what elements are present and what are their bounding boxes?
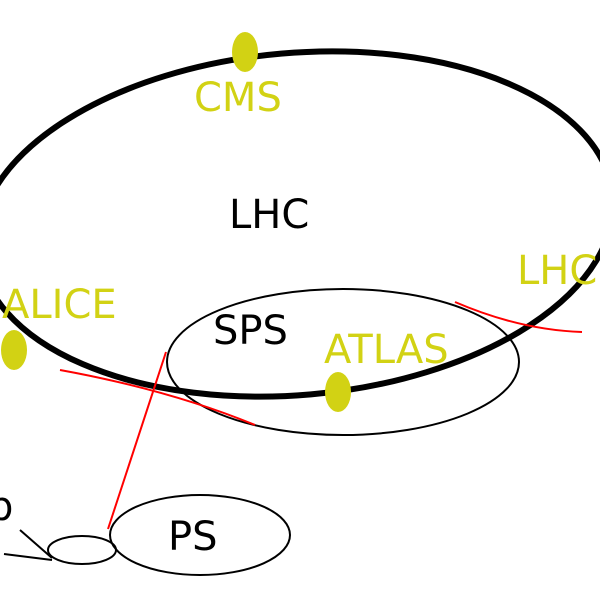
sps-label: SPS — [213, 308, 288, 354]
linac-line — [19, 529, 53, 559]
linac-line — [3, 553, 53, 561]
lhc-label: LHC — [229, 192, 309, 238]
alice-detector-dot — [1, 330, 27, 370]
sps-ring — [166, 288, 520, 436]
lhcb-label: LHC — [517, 248, 597, 294]
atlas-label: ATLAS — [324, 327, 449, 373]
atlas-detector-dot — [325, 372, 351, 412]
ps-label: PS — [168, 514, 218, 560]
transfer-line-sps-lhc-left — [59, 369, 256, 426]
cms-detector-dot — [232, 32, 258, 72]
proton-source-label: p — [0, 484, 13, 530]
ps-ring — [109, 494, 291, 576]
transfer-line-sps-lhc-right — [454, 301, 583, 333]
cms-label: CMS — [194, 75, 282, 121]
lhc-ring — [0, 48, 600, 400]
transfer-line-ps-sps — [107, 351, 167, 530]
alice-label: ALICE — [2, 282, 117, 328]
booster-ring — [47, 535, 117, 565]
